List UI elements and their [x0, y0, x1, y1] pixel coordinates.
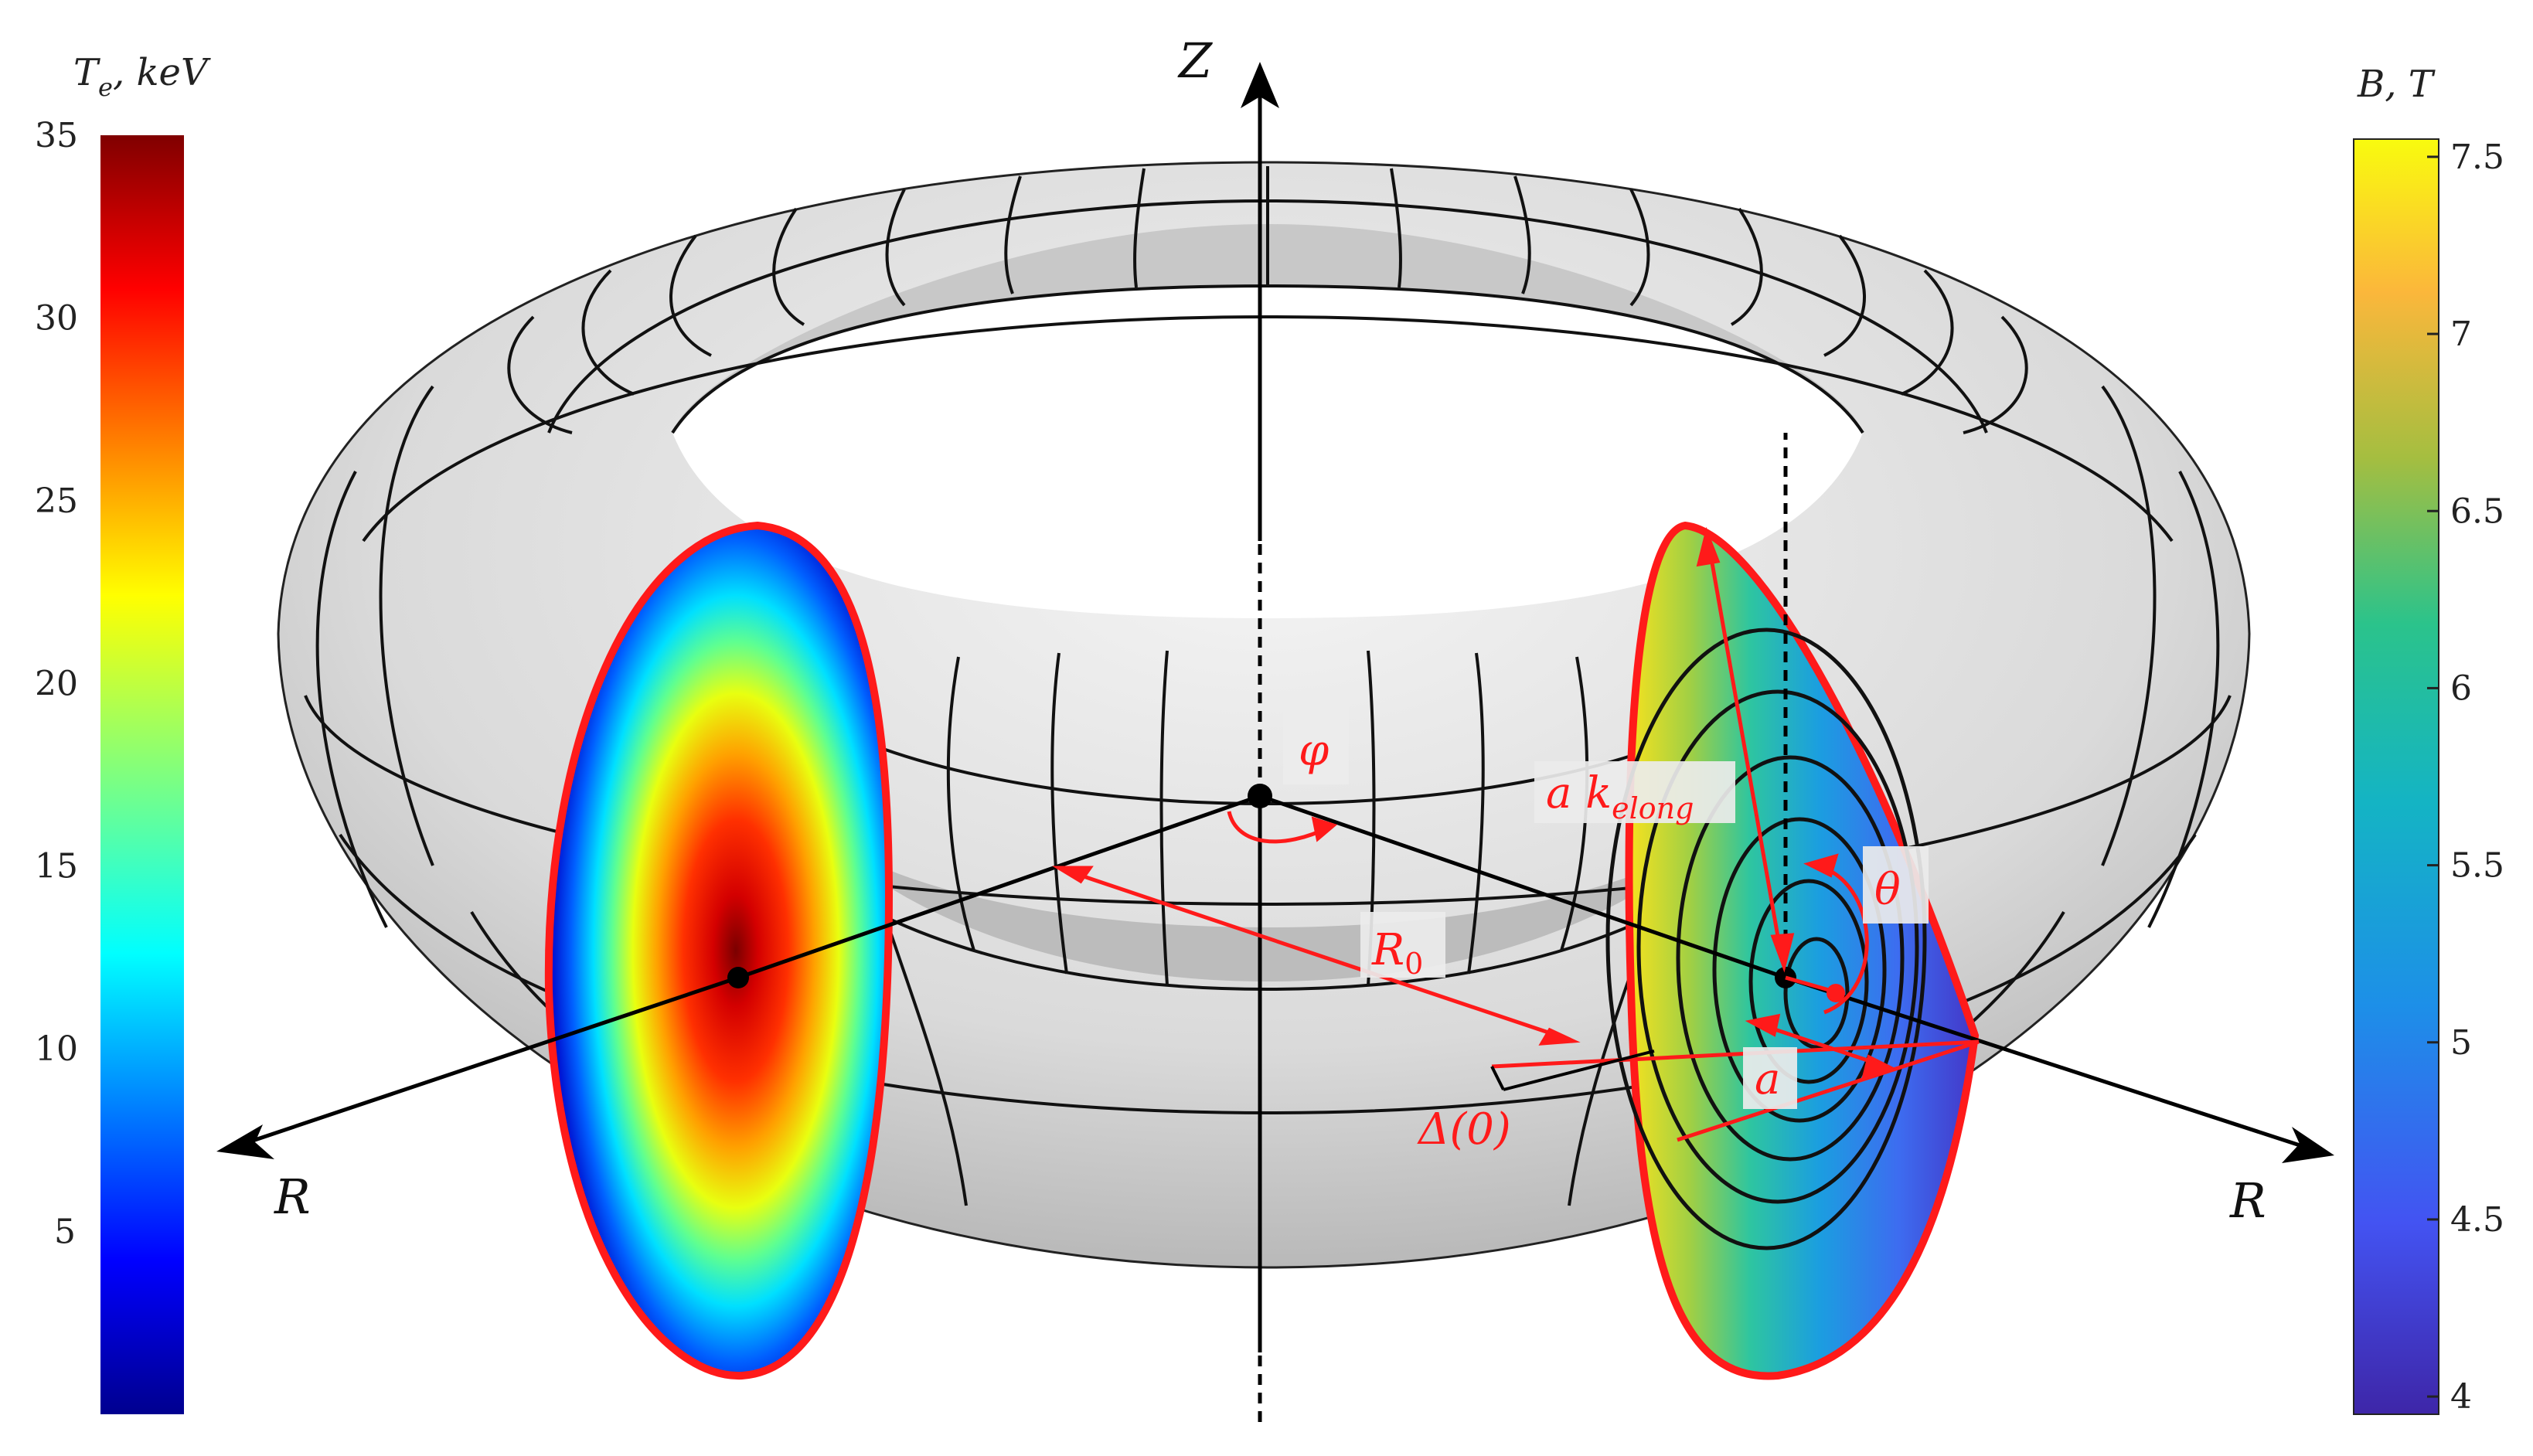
te-colorbar-ticks: 30 25 20 15 10 5 — [35, 298, 78, 1251]
a-arrow — [1758, 1022, 1887, 1069]
a-kelong-arrow — [1706, 540, 1784, 959]
b-tick-label: 7.5 — [2450, 138, 2504, 177]
z-axis-arrowhead — [1241, 62, 1279, 108]
r-right-label: R — [2229, 1172, 2266, 1229]
theta-label: θ — [1874, 865, 1901, 915]
te-tick-label: 10 — [35, 1029, 78, 1069]
delta-line-2 — [1677, 1039, 1980, 1142]
torus-lower-inner-wall — [819, 835, 1716, 981]
r-left-arrowhead — [216, 1124, 274, 1159]
delta-line-1 — [1491, 1039, 1980, 1069]
delta-bracket — [1490, 1066, 1505, 1090]
left-cross-section — [544, 521, 894, 1380]
phi-label: φ — [1299, 726, 1329, 776]
torus-inner-wall — [672, 224, 1863, 433]
te-tick-label: 20 — [35, 664, 78, 703]
r0-arrow — [1062, 867, 1570, 1042]
a-kelong-label: a kelong — [1546, 768, 1694, 825]
r-right-arrowhead — [2282, 1127, 2334, 1163]
b-colorbar-bar — [2353, 138, 2439, 1415]
theta-arc — [1816, 863, 1869, 1015]
b-tick-label: 4.5 — [2450, 1200, 2504, 1240]
b-tick-label: 5 — [2450, 1023, 2472, 1063]
flux-surfaces — [1605, 628, 1927, 1250]
torus-meridians-upper — [507, 166, 2028, 434]
te-cross-section — [544, 521, 894, 1380]
coordinate-axes — [231, 85, 2320, 1422]
z-axis-label: Z — [1177, 32, 1213, 89]
axis-arrowheads — [216, 62, 2334, 1163]
b-colorbar-ticks: 7.5 7 6.5 6 5.5 5 4.5 4 — [2427, 138, 2504, 1417]
te-tick-label: 5 — [54, 1213, 76, 1252]
right-cross-section — [1605, 521, 1980, 1380]
b-tick-label: 6 — [2450, 668, 2472, 708]
te-tick-label: 15 — [35, 847, 78, 886]
red-annotations — [1052, 526, 1980, 1142]
phi-arc — [1227, 811, 1331, 844]
a-label: a — [1755, 1054, 1780, 1104]
te-tick-label: 25 — [35, 481, 78, 521]
te-colorbar-bar — [100, 135, 184, 1414]
delta-label: Δ(0) — [1417, 1104, 1511, 1155]
b-tick-label: 4 — [2450, 1377, 2472, 1417]
b-colorbar: B, T 7.5 7 6.5 6 5.5 5 4.5 4 — [2353, 63, 2504, 1417]
te-colorbar: Te, keV 35 30 25 20 15 10 5 — [35, 51, 211, 1414]
r0-label: R0 — [1371, 925, 1423, 981]
center-dots — [727, 784, 1796, 988]
te-tick-35: 35 — [35, 116, 78, 155]
b-tick-label: 6.5 — [2450, 492, 2504, 531]
te-colorbar-title: Te, keV — [73, 51, 211, 102]
torus-hole — [672, 286, 1863, 618]
b-tick-label: 5.5 — [2450, 846, 2504, 886]
annotation-labels: φ R0 a kelong θ a Δ(0) — [1283, 703, 1929, 1155]
te-tick-label: 30 — [35, 298, 78, 338]
r-left-label: R — [274, 1169, 311, 1225]
b-colorbar-title: B, T — [2357, 63, 2436, 106]
b-tick-label: 7 — [2450, 315, 2472, 354]
